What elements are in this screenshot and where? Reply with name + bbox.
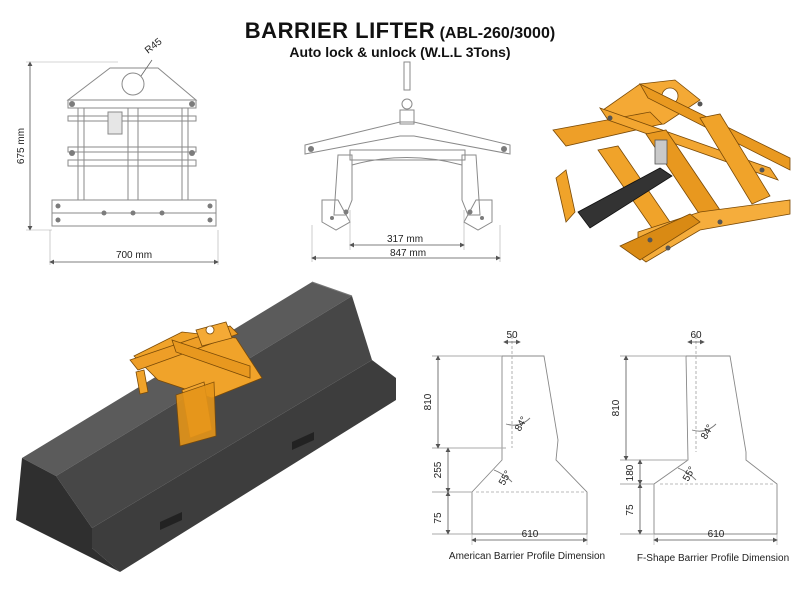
title-main: BARRIER LIFTER xyxy=(244,18,436,43)
fshape-lower-angle: 55° xyxy=(681,465,698,484)
american-mid-height: 255 xyxy=(433,461,444,478)
fshape-top-width: 60 xyxy=(690,330,702,341)
side-view-bolts xyxy=(308,146,507,220)
fshape-base-width: 610 xyxy=(708,529,725,540)
inner-width-label: 317 mm xyxy=(387,234,423,245)
title-model: (ABL-260/3000) xyxy=(439,25,556,42)
side-view xyxy=(304,61,511,231)
fshape-caption: F-Shape Barrier Profile Dimension xyxy=(637,553,789,564)
outer-width-label: 847 mm xyxy=(390,248,426,259)
american-upper-angle: 84° xyxy=(513,415,530,434)
american-base-width: 610 xyxy=(522,529,539,540)
american-height: 810 xyxy=(423,393,434,410)
american-profile xyxy=(432,336,588,535)
height-label: 675 mm xyxy=(16,128,27,164)
front-view-bolts xyxy=(55,101,213,223)
fshape-profile xyxy=(620,336,778,535)
width-label: 700 mm xyxy=(116,250,152,261)
fshape-base-height: 75 xyxy=(625,504,636,516)
american-base-height: 75 xyxy=(433,512,444,524)
page-title: BARRIER LIFTER (ABL-260/3000) xyxy=(0,18,800,44)
fshape-height: 810 xyxy=(611,399,622,416)
lifter-3d-bolts xyxy=(607,101,765,251)
page-subtitle: Auto lock & unlock (W.L.L 3Tons) xyxy=(289,44,511,60)
american-top-width: 50 xyxy=(506,330,518,341)
lifter-3d-render xyxy=(552,79,791,263)
fshape-mid-height: 180 xyxy=(625,464,636,481)
american-caption: American Barrier Profile Dimension xyxy=(449,551,605,562)
front-view xyxy=(51,67,217,227)
american-lower-angle: 55° xyxy=(497,469,514,488)
lifter-on-barrier xyxy=(129,321,263,447)
radius-label: R45 xyxy=(143,36,165,56)
